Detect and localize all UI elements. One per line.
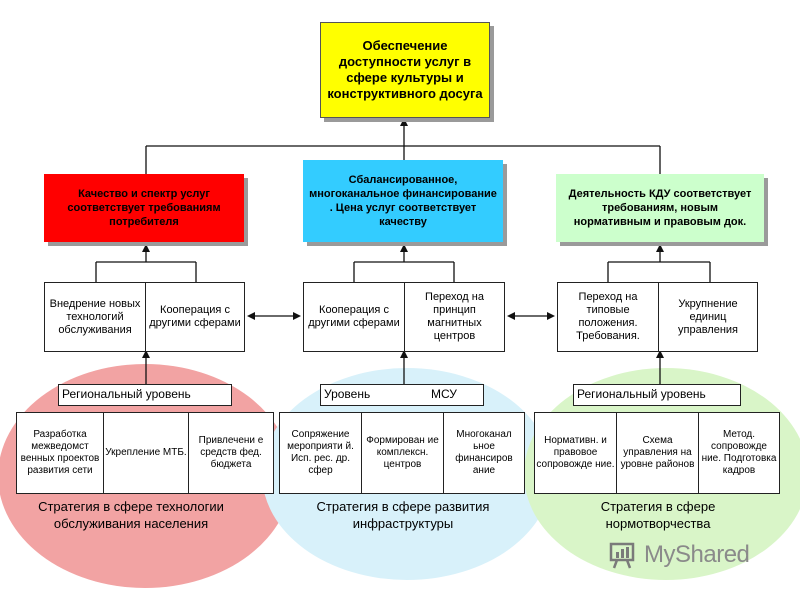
header-quality-text: Качество и спектр услуг соответствует тр…	[67, 188, 221, 228]
header-financing-text: Сбалансированное, многоканальное финанси…	[309, 174, 497, 228]
sub-cooperation-mid-text: Кооперация с другими сферами	[308, 304, 400, 329]
header-financing: Сбалансированное, многоканальное финанси…	[303, 160, 503, 242]
sub-consolidation-text: Укрупнение единиц управления	[678, 297, 738, 336]
item-methodical-support-text: Метод. сопровожде ние. Подготовка кадров	[701, 429, 777, 476]
sub-consolidation: Укрупнение единиц управления	[658, 282, 758, 352]
goal-box: Обеспечение доступности услуг в сфере ку…	[320, 22, 490, 118]
item-interagency-projects: Разработка межведомст венных проектов ра…	[16, 412, 104, 494]
item-federal-budget: Привлечени е средств фед. бюджета	[188, 412, 274, 494]
strategy-infrastructure: Стратегия в сфере развития инфраструктур…	[290, 498, 516, 532]
sub-new-technologies: Внедрение новых технологий обслуживания	[44, 282, 146, 352]
sub-cooperation-left-text: Кооперация с другими сферами	[149, 304, 241, 329]
level-msu-left-text: Уровень	[324, 387, 371, 401]
item-conjugation-text: Сопряжение мероприяти й. Исп. рес. др. с…	[287, 429, 354, 476]
level-msu-right-text: МСУ	[431, 387, 457, 401]
level-regional-left: Региональный уровень	[58, 384, 232, 406]
item-district-management-text: Схема управления на уровне районов	[620, 435, 695, 470]
sub-cooperation-left: Кооперация с другими сферами	[145, 282, 245, 352]
item-legal-support-text: Нормативн. и правовое сопровожде ние.	[536, 435, 615, 470]
sub-magnet-centers-text: Переход на принцип магнитных центров	[425, 291, 484, 342]
sub-magnet-centers: Переход на принцип магнитных центров	[404, 282, 505, 352]
item-multichannel-financing: Многоканал ьное финансиров ание	[443, 412, 525, 494]
item-mtb-text: Укрепление МТБ.	[105, 447, 187, 458]
item-complex-centers: Формирован ие комплексн. центров	[361, 412, 444, 494]
strategy-normative: Стратегия в сфере нормотворчества	[568, 498, 748, 532]
item-interagency-projects-text: Разработка межведомст венных проектов ра…	[20, 429, 100, 476]
header-kdu: Деятельность КДУ соответствует требовани…	[556, 174, 764, 242]
watermark: MyShared	[608, 540, 768, 570]
strategy-normative-text: Стратегия в сфере нормотворчества	[600, 499, 716, 531]
sub-typical-regulations: Переход на типовые положения. Требования…	[557, 282, 659, 352]
strategy-technology: Стратегия в сфере технологии обслуживани…	[28, 498, 234, 532]
item-multichannel-financing-text: Многоканал ьное финансиров ание	[455, 429, 513, 476]
level-regional-right: Региональный уровень	[573, 384, 741, 406]
sub-typical-regulations-text: Переход на типовые положения. Требования…	[576, 291, 640, 342]
level-regional-right-text: Региональный уровень	[577, 387, 706, 401]
sub-cooperation-mid: Кооперация с другими сферами	[303, 282, 405, 352]
item-methodical-support: Метод. сопровожде ние. Подготовка кадров	[698, 412, 780, 494]
level-msu: Уровень МСУ	[320, 384, 484, 406]
sub-new-technologies-text: Внедрение новых технологий обслуживания	[49, 297, 141, 336]
level-regional-left-text: Региональный уровень	[62, 387, 191, 401]
item-conjugation: Сопряжение мероприяти й. Исп. рес. др. с…	[279, 412, 362, 494]
item-federal-budget-text: Привлечени е средств фед. бюджета	[198, 435, 264, 470]
item-mtb: Укрепление МТБ.	[103, 412, 189, 494]
item-complex-centers-text: Формирован ие комплексн. центров	[366, 435, 439, 470]
goal-text: Обеспечение доступности услуг в сфере ку…	[327, 38, 483, 101]
item-legal-support: Нормативн. и правовое сопровожде ние.	[534, 412, 617, 494]
header-quality: Качество и спектр услуг соответствует тр…	[44, 174, 244, 242]
header-kdu-text: Деятельность КДУ соответствует требовани…	[568, 188, 752, 228]
presentation-board-icon	[609, 542, 635, 569]
strategy-infrastructure-text: Стратегия в сфере развития инфраструктур…	[316, 499, 490, 531]
strategy-technology-text: Стратегия в сфере технологии обслуживани…	[38, 499, 224, 531]
watermark-text: MyShared	[644, 541, 750, 568]
item-district-management: Схема управления на уровне районов	[616, 412, 699, 494]
